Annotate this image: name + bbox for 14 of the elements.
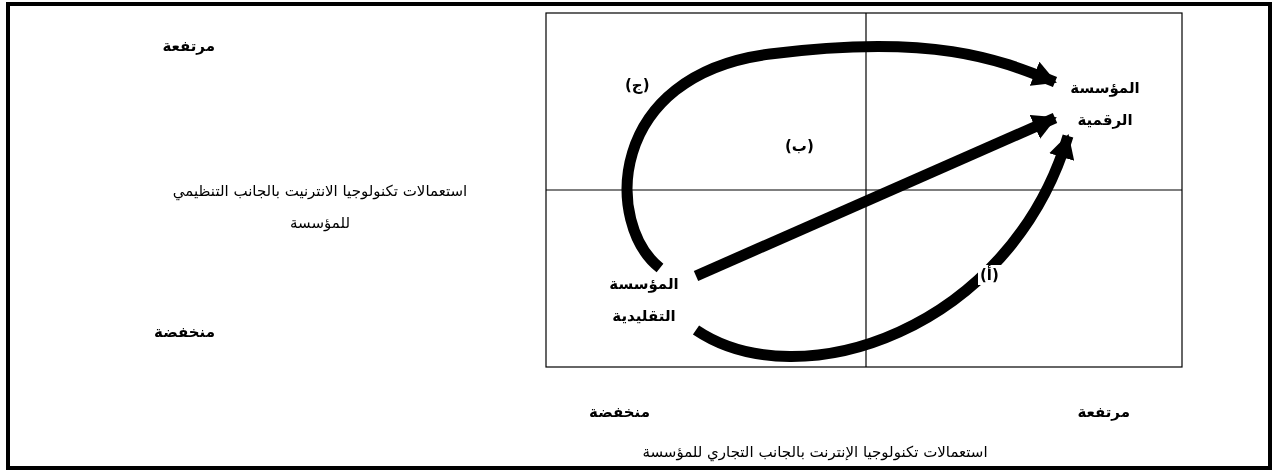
organization-label: المؤسسة التقليدية [592, 268, 696, 334]
axis-title: استعمالات تكنولوجيا الإنترنت بالجانب التجاري للمؤسسة [641, 442, 989, 464]
axis-value-label: منخفضة [588, 402, 650, 423]
arrow [693, 134, 1074, 362]
edge-label: (ب) [783, 136, 816, 156]
organization-label: المؤسسة الرقمية [1055, 72, 1155, 136]
arrow [693, 112, 1058, 282]
arrow [621, 40, 1058, 272]
edge-label: (أ) [978, 265, 1001, 285]
axis-value-label: مرتفعة [1076, 402, 1130, 423]
axis-value-label: مرتفعة [161, 36, 215, 57]
edge-label: (ج) [623, 75, 652, 95]
axis-title: استعمالات تكنولوجيا الانترنيت بالجانب التنظيمي للمؤسسة [171, 181, 469, 234]
axis-value-label: منخفضة [153, 322, 215, 343]
